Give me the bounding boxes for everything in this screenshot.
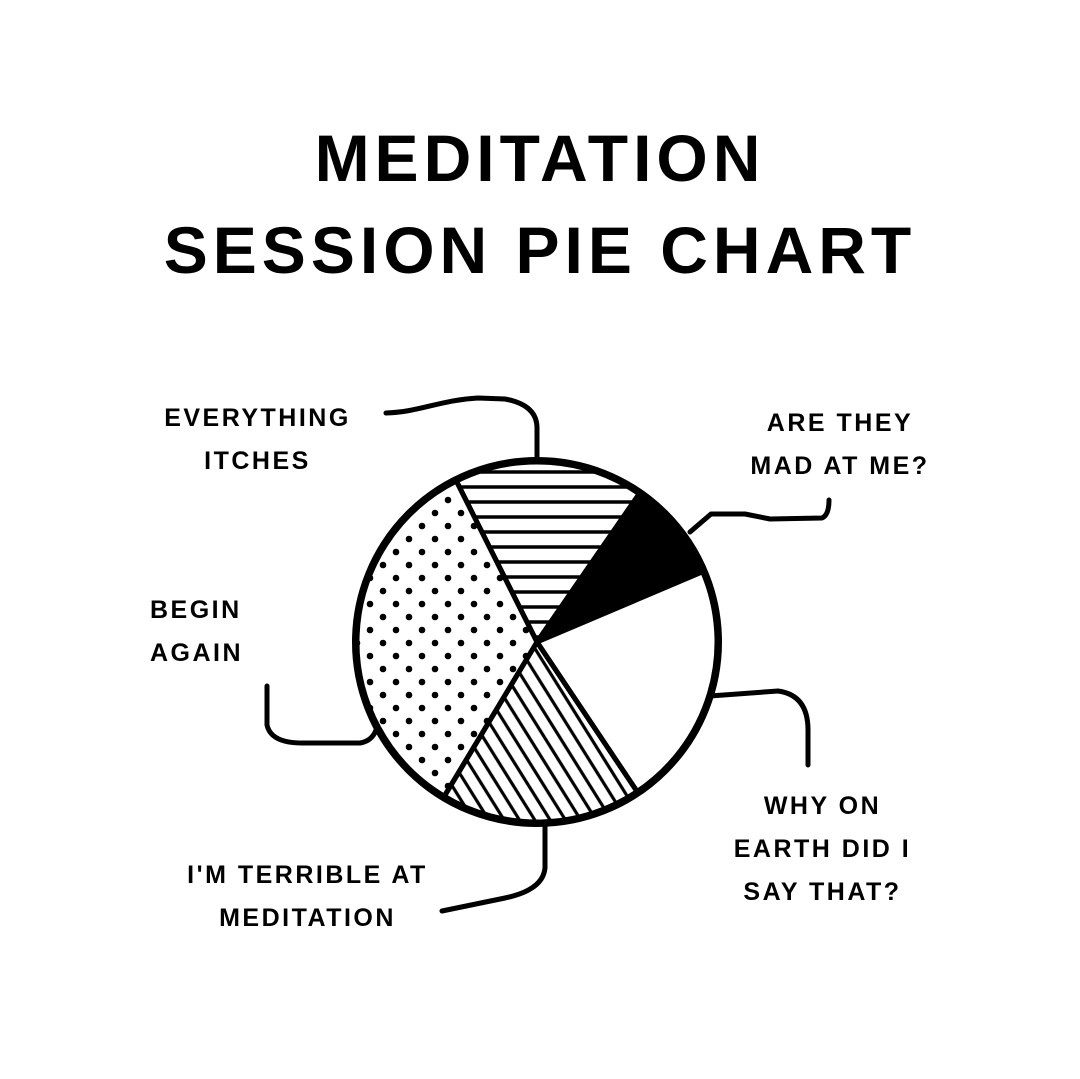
leader-line-mad-at-me — [687, 497, 832, 535]
leader-line-terrible — [439, 823, 548, 914]
label-terrible: I'm terrible at meditation — [187, 861, 428, 932]
leader-line-everything-itches — [383, 395, 540, 461]
label-why-on-earth: Why on earth did I say that? — [733, 792, 912, 906]
chart-title: Meditation Session Pie Chart — [163, 121, 917, 287]
label-mad-at-me: Are they mad at me? — [750, 409, 930, 480]
label-begin-again: Begin again — [150, 596, 244, 667]
leader-line-begin-again — [264, 683, 379, 746]
leader-line-why-on-earth — [707, 688, 811, 768]
label-everything-itches: Everything itches — [164, 404, 351, 475]
